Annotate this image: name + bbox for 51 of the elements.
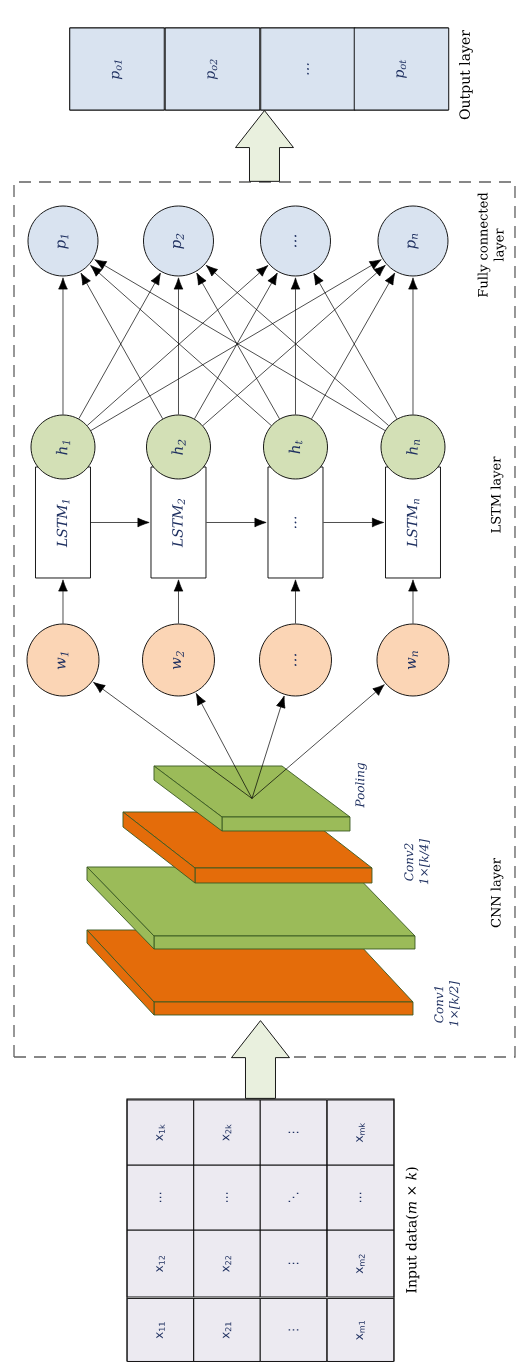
table-cell: x$_{m1}$	[326, 1298, 395, 1362]
arrow	[408, 277, 418, 415]
table-cell: ⋮	[259, 1298, 328, 1362]
row-title: Output layer	[459, 30, 473, 120]
arrow	[206, 517, 267, 528]
table-cell: ⋮	[259, 1229, 328, 1298]
table-cell: …	[126, 1164, 195, 1231]
output-cell: p$_{o2}$	[164, 27, 261, 111]
layer-label: CNN layer	[490, 858, 504, 928]
output-cell: p$_{o1}$	[69, 27, 165, 111]
arrow	[58, 277, 68, 415]
table-cell: x$_{m2}$	[326, 1229, 395, 1298]
dashed-frame	[13, 181, 516, 1058]
table-cell: x$_{1k}$	[126, 1099, 195, 1166]
arrow	[323, 517, 384, 528]
lstm-box: LSTM$_{n}$	[385, 466, 441, 579]
layer-caption: Pooling	[355, 762, 367, 808]
node-label: x$_{m1}$	[356, 1320, 365, 1340]
lstm-box: LSTM$_{2}$	[150, 466, 207, 579]
block-arrow	[235, 110, 294, 182]
arrow	[173, 579, 184, 624]
arrow	[173, 277, 184, 415]
lstm-box: LSTM$_{1}$	[35, 466, 91, 579]
output-cell: p$_{ot}$	[353, 27, 450, 111]
arrow	[251, 684, 385, 799]
table-title: Input data(m × k)	[405, 1167, 420, 1293]
arrow	[290, 277, 301, 415]
table-cell: …	[193, 1164, 261, 1231]
table-cell: x$_{12}$	[126, 1229, 195, 1298]
table-cell: x$_{mk}$	[326, 1099, 395, 1166]
block-arrow	[231, 1020, 290, 1099]
layer-label: LSTM layer	[490, 456, 504, 533]
layer-caption: Conv2 1×[k/4]	[404, 839, 430, 885]
arrow	[58, 579, 68, 624]
arrow	[290, 579, 301, 624]
table-cell: x$_{21}$	[193, 1298, 261, 1362]
table-cell: …	[326, 1164, 395, 1231]
node-label: x$_{21}$	[222, 1322, 232, 1339]
table-cell: x$_{2k}$	[193, 1099, 261, 1166]
table-cell: x$_{11}$	[126, 1298, 195, 1362]
layer-caption: Conv1 1×[k/2]	[434, 981, 460, 1027]
table-cell: x$_{22}$	[193, 1229, 261, 1298]
output-cell: …	[260, 27, 356, 111]
arrow	[93, 682, 253, 799]
layer-label: Fully connected layer	[477, 192, 507, 297]
table-cell: ⋱	[259, 1164, 328, 1231]
table-cell: ⋮	[259, 1099, 328, 1166]
arrow	[408, 579, 418, 624]
node-label: ⋮	[288, 1329, 299, 1331]
lstm-box: …	[267, 466, 324, 579]
arrow	[90, 517, 150, 528]
